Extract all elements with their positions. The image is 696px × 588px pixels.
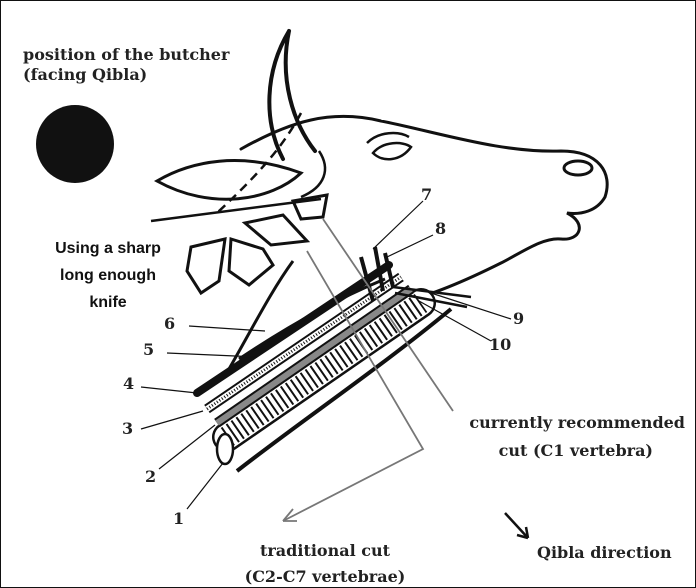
qibla-direction-label: Qibla direction [537, 543, 672, 563]
label-1: 1 [173, 509, 184, 528]
label-6: 6 [164, 314, 175, 333]
label-8: 8 [435, 219, 446, 238]
vertebra-c3 [229, 239, 273, 285]
eye [367, 133, 411, 159]
label-3: 3 [122, 419, 133, 438]
label-9: 9 [513, 309, 524, 328]
ear [157, 161, 301, 200]
qibla-arrow [505, 513, 528, 538]
label-5: 5 [143, 340, 154, 359]
traditional-cut-label: traditional cut (C2-C7 vertebrae) [235, 541, 415, 587]
vertebra-c1 [293, 195, 327, 219]
horn [269, 31, 315, 159]
vertebra-c2 [245, 215, 307, 245]
vertebra-c4 [187, 239, 225, 293]
butcher-position-marker [36, 105, 114, 183]
label-10: 10 [489, 335, 511, 354]
knife-label: Using a sharp long enough knife [27, 239, 189, 313]
recommended-cut-label: currently recommended cut (C1 vertebra) [437, 413, 685, 461]
nostril [564, 161, 592, 175]
label-7: 7 [421, 185, 432, 204]
butcher-label: position of the butcher (facing Qibla) [23, 45, 229, 85]
label-2: 2 [145, 467, 156, 486]
label-4: 4 [123, 374, 134, 393]
